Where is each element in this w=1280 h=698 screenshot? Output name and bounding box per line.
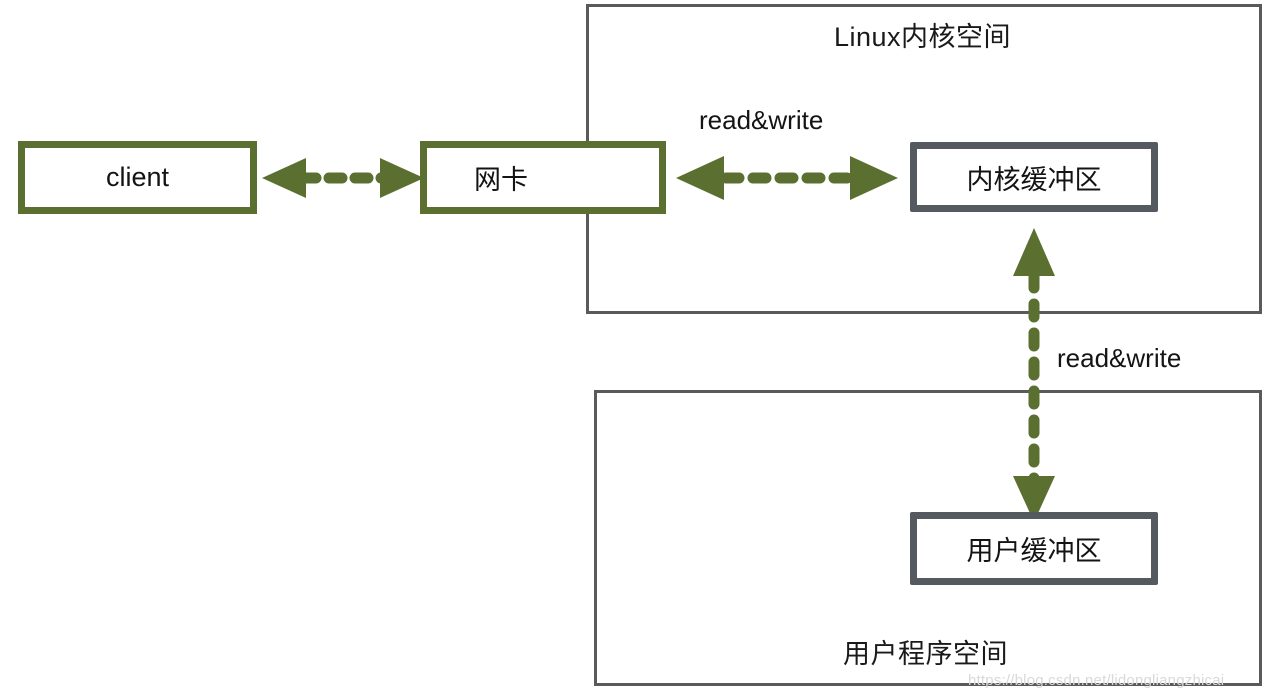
- node-client-label: client: [105, 162, 170, 192]
- node-client[interactable]: client: [18, 141, 257, 214]
- watermark: https://blog.csdn.net/lidongliangzhicai: [968, 672, 1225, 689]
- node-user-buffer-label: 用户缓冲区: [966, 536, 1102, 566]
- edge-client-nic: [262, 158, 424, 198]
- edge-client-nic-arrowhead-left: [262, 158, 306, 198]
- user-space-container: [594, 390, 1262, 686]
- node-kernel-buffer-label: 内核缓冲区: [966, 164, 1102, 195]
- edge-label-readwrite-side: read&write: [1057, 343, 1182, 373]
- node-network-card-label: 网卡: [474, 165, 528, 195]
- user-space-title: 用户程序空间: [843, 639, 1008, 669]
- node-network-card[interactable]: 网卡: [420, 141, 666, 214]
- kernel-space-title: Linux内核空间: [834, 22, 1012, 52]
- node-kernel-buffer[interactable]: 内核缓冲区: [910, 142, 1158, 212]
- edge-client-nic-arrowhead-right: [380, 158, 424, 198]
- node-user-buffer[interactable]: 用户缓冲区: [910, 512, 1158, 585]
- edge-label-readwrite-top: read&write: [699, 105, 824, 135]
